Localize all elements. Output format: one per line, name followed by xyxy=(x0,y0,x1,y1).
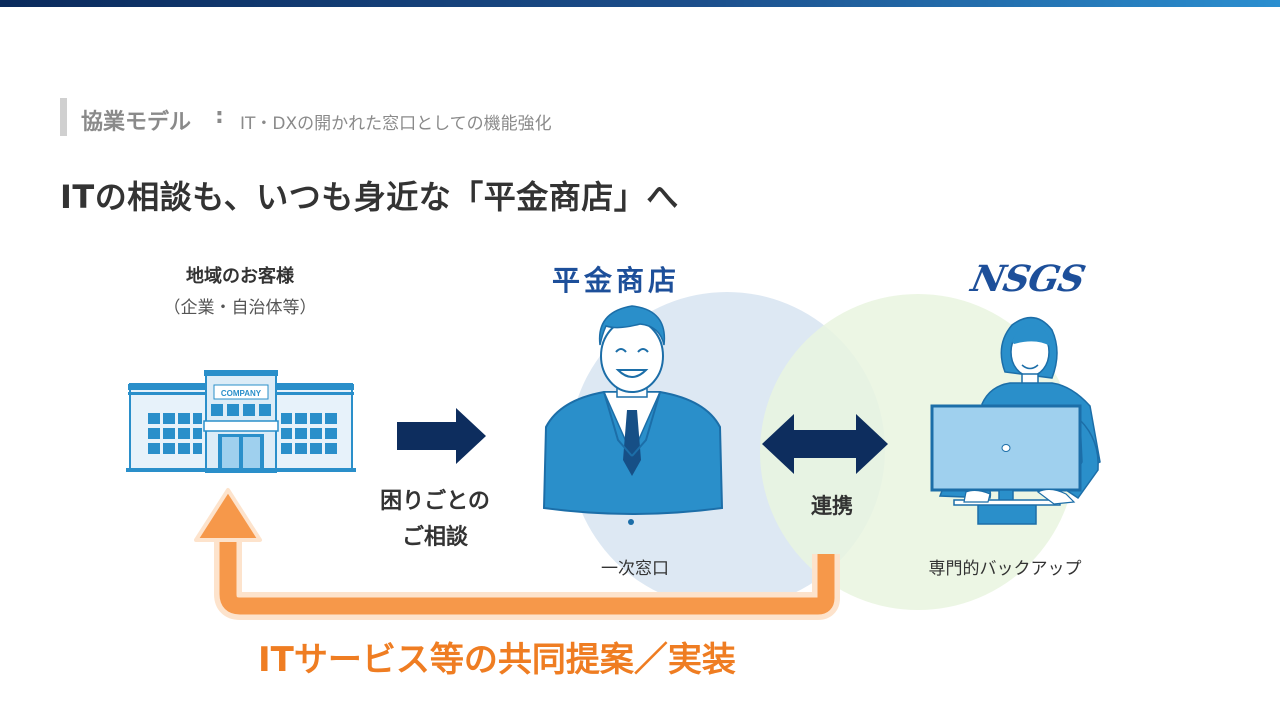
consultation-line-1: 困りごとの xyxy=(380,489,490,514)
building-sign-text: COMPANY xyxy=(221,389,262,398)
consultation-line-2: ご相談 xyxy=(401,525,468,550)
businessman-icon xyxy=(542,305,724,525)
building-icon xyxy=(126,370,356,473)
bottom-message: ITサービス等の共同提案／実装 xyxy=(258,640,736,680)
consultation-label: 困りごとの ご相談 xyxy=(355,484,515,556)
return-arrow-icon xyxy=(194,488,840,620)
section-subtitle: IT・DXの開かれた窓口としての機能強化 xyxy=(240,114,552,134)
arrow-right-icon xyxy=(397,408,486,464)
expert-logo: NSGS xyxy=(967,258,1089,300)
client-sublabel: （企業・自治体等） xyxy=(163,298,317,318)
expert-caption: 専門的バックアップ xyxy=(928,559,1082,579)
operator-icon xyxy=(930,316,1101,525)
client-label: 地域のお客様 xyxy=(186,266,294,287)
double-arrow-icon xyxy=(762,414,888,474)
partner-logo: 平金商店 xyxy=(552,264,681,297)
expert-circle xyxy=(760,294,1076,610)
top-accent-bar xyxy=(0,0,1280,7)
section-colon: : xyxy=(215,104,224,129)
link-label: 連携 xyxy=(811,494,853,518)
partner-caption: 一次窓口 xyxy=(601,559,669,579)
section-marker xyxy=(60,98,67,136)
section-title: 協業モデル xyxy=(81,110,192,135)
page-headline: ITの相談も、いつも身近な「平金商店」へ xyxy=(60,178,679,216)
